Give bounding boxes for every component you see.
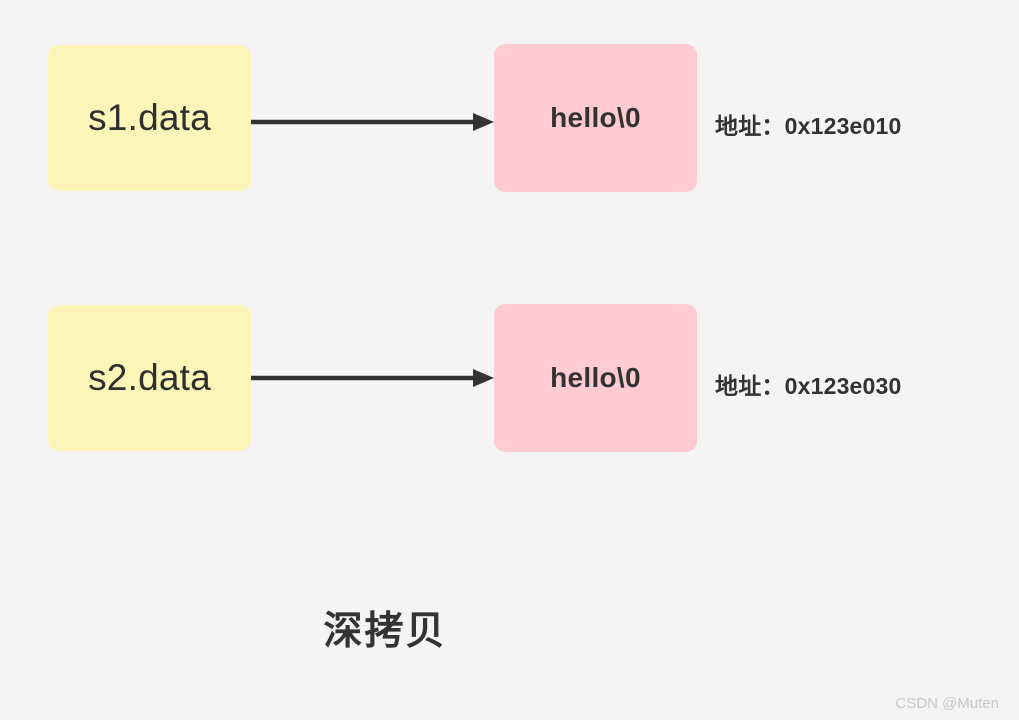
diagram-caption: 深拷贝 [323, 610, 447, 653]
heap-address-label-1: 地址：0x123e010 [715, 113, 902, 139]
pointer-box-s2: s2.data [48, 305, 251, 451]
heap-buffer-box-1: hello\0 [494, 44, 697, 192]
pointer-label-s2: s2.data [88, 357, 211, 398]
watermark: CSDN @Muten [895, 695, 999, 712]
pointer-box-s1: s1.data [48, 45, 251, 191]
heap-address-label-2: 地址：0x123e030 [715, 373, 902, 399]
pointer-arrow-s1 [251, 110, 495, 134]
heap-buffer-label-1: hello\0 [550, 102, 641, 133]
pointer-arrow-s2 [251, 366, 495, 390]
heap-buffer-box-2: hello\0 [494, 304, 697, 452]
heap-buffer-label-2: hello\0 [550, 362, 641, 393]
pointer-label-s1: s1.data [88, 97, 211, 138]
